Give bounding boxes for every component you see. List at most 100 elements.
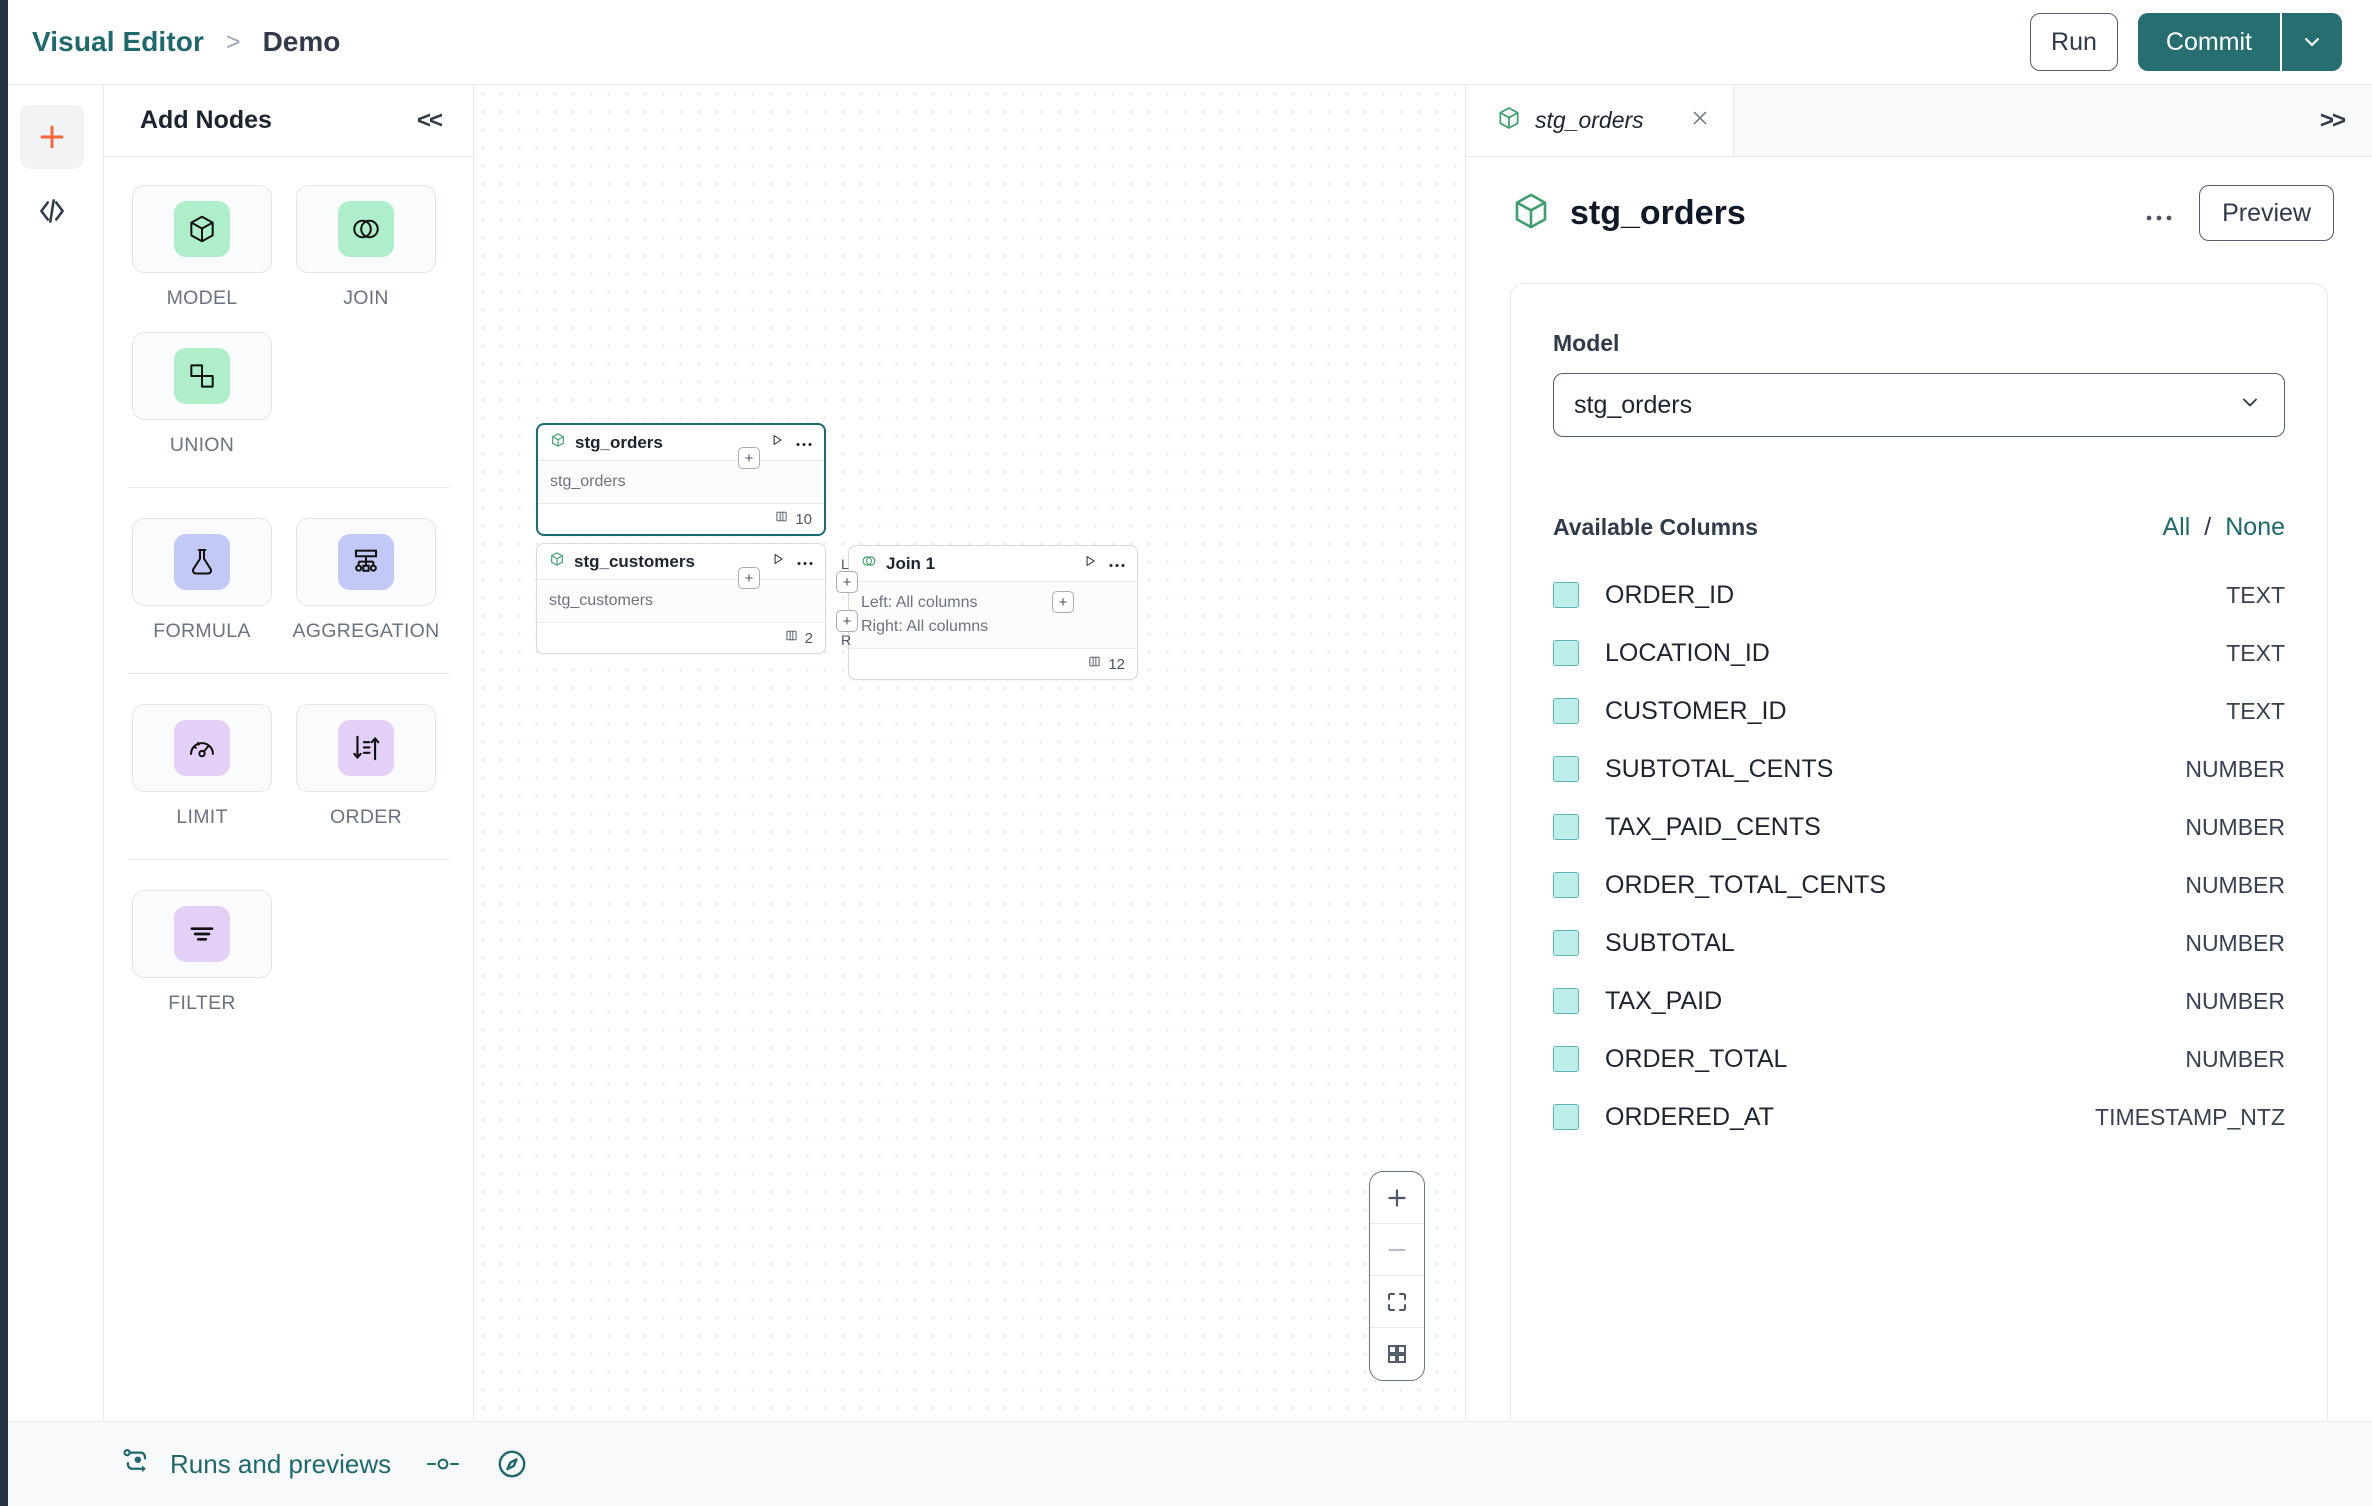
chevron-down-icon[interactable] (2280, 13, 2342, 71)
zoom-out-icon[interactable] (1370, 1224, 1424, 1276)
flow-node-right-summary: Right: All columns (861, 618, 989, 635)
flow-canvas[interactable]: stg_orders stg_orders (474, 85, 1466, 1421)
play-icon[interactable] (771, 552, 785, 571)
node-button-limit[interactable]: LIMIT (132, 704, 272, 829)
node-group-transforms: FORMULA AGGREGATION (104, 518, 473, 643)
select-all-link[interactable]: All (2162, 513, 2191, 541)
flow-node-footer: 10 (538, 504, 824, 534)
flow-node-header: Join 1 (849, 546, 1137, 582)
flow-node-stg-customers[interactable]: stg_customers stg_customers (536, 543, 826, 654)
plus-icon[interactable] (19, 105, 84, 169)
chevron-down-icon (2238, 390, 2262, 421)
node-button-order[interactable]: ORDER (296, 704, 436, 829)
node-button-aggregation[interactable]: AGGREGATION (292, 518, 439, 643)
runs-and-previews-button[interactable]: Runs and previews (120, 1445, 391, 1484)
node-button-formula[interactable]: FORMULA (132, 518, 272, 643)
model-config-card: Model stg_orders Available Columns All /… (1510, 283, 2328, 1421)
column-type: NUMBER (2185, 755, 2285, 782)
dots-icon[interactable] (797, 553, 813, 571)
run-button[interactable]: Run (2030, 13, 2118, 71)
columns-icon (1088, 655, 1101, 673)
gauge-icon (174, 720, 230, 776)
toggle-icon[interactable] (425, 1454, 461, 1474)
flask-icon (174, 534, 230, 590)
grid-view-icon[interactable] (1370, 1328, 1424, 1380)
column-row[interactable]: ORDERED_AT TIMESTAMP_NTZ (1553, 1088, 2285, 1146)
column-checkbox[interactable] (1553, 872, 1579, 898)
column-checkbox[interactable] (1553, 988, 1579, 1014)
play-icon[interactable] (770, 433, 784, 452)
add-nodes-title: Add Nodes (140, 106, 272, 134)
column-row[interactable]: ORDER_ID TEXT (1553, 566, 2285, 624)
collapse-panel-button[interactable]: << (416, 106, 443, 134)
column-name: ORDERED_AT (1605, 1102, 1775, 1131)
flow-node-join-1[interactable]: Join 1 Left: All columns Right: All colu… (848, 545, 1138, 680)
column-type: TIMESTAMP_NTZ (2095, 1103, 2285, 1130)
fit-view-icon[interactable] (1370, 1276, 1424, 1328)
play-icon[interactable] (1083, 554, 1097, 573)
filter-lines-icon (174, 906, 230, 962)
column-checkbox[interactable] (1553, 582, 1579, 608)
node-label: LIMIT (176, 806, 228, 828)
column-checkbox[interactable] (1553, 1104, 1579, 1130)
column-row[interactable]: TAX_PAID NUMBER (1553, 972, 2285, 1030)
code-brackets-icon[interactable] (20, 179, 84, 243)
column-row[interactable]: SUBTOTAL_CENTS NUMBER (1553, 740, 2285, 798)
cube-icon (549, 551, 565, 572)
node-button-union[interactable]: UNION (132, 332, 272, 457)
expand-panel-button[interactable]: >> (2319, 106, 2346, 134)
join-output-port[interactable]: + (1052, 591, 1074, 613)
zoom-in-icon[interactable] (1370, 1172, 1424, 1224)
preview-button[interactable]: Preview (2199, 185, 2334, 241)
column-row[interactable]: LOCATION_ID TEXT (1553, 624, 2285, 682)
runs-flow-icon (120, 1445, 154, 1484)
model-select[interactable]: stg_orders (1553, 373, 2285, 437)
node-label: FILTER (168, 992, 236, 1014)
join-left-input-port[interactable]: + (836, 571, 858, 593)
flow-node-footer: 2 (537, 623, 825, 653)
column-name: CUSTOMER_ID (1605, 696, 1787, 725)
node-button-model[interactable]: MODEL (132, 185, 272, 310)
commit-button-group: Commit (2137, 13, 2342, 71)
dots-icon[interactable] (1109, 555, 1125, 573)
dots-icon[interactable] (2145, 205, 2173, 222)
node-label: FORMULA (153, 620, 251, 642)
column-checkbox[interactable] (1553, 930, 1579, 956)
column-type: TEXT (2226, 581, 2285, 608)
output-port-stg-customers[interactable]: + (738, 567, 760, 589)
column-checkbox[interactable] (1553, 1046, 1579, 1072)
column-row[interactable]: TAX_PAID_CENTS NUMBER (1553, 798, 2285, 856)
column-row[interactable]: ORDER_TOTAL_CENTS NUMBER (1553, 856, 2285, 914)
tab-stg-orders[interactable]: stg_orders (1466, 85, 1734, 156)
column-row[interactable]: CUSTOMER_ID TEXT (1553, 682, 2285, 740)
column-row[interactable]: SUBTOTAL NUMBER (1553, 914, 2285, 972)
node-button-filter[interactable]: FILTER (132, 890, 272, 1015)
columns-list: ORDER_ID TEXT LOCATION_ID TEXT CUSTOMER_… (1553, 566, 2285, 1146)
column-checkbox[interactable] (1553, 814, 1579, 840)
column-checkbox[interactable] (1553, 640, 1579, 666)
compass-icon[interactable] (495, 1447, 529, 1481)
column-row[interactable]: ORDER_TOTAL NUMBER (1553, 1030, 2285, 1088)
close-icon[interactable] (1689, 107, 1711, 135)
breadcrumb-separator: > (225, 27, 241, 56)
select-none-link[interactable]: None (2225, 513, 2285, 541)
venn-icon (338, 201, 394, 257)
columns-icon (775, 510, 788, 528)
breadcrumb-root[interactable]: Visual Editor (32, 26, 204, 57)
tab-bar-spacer: >> (1734, 85, 2372, 156)
flow-node-column-count: 12 (1108, 655, 1125, 673)
node-label: UNION (169, 434, 235, 456)
node-button-join[interactable]: JOIN (296, 185, 436, 310)
runs-and-previews-label: Runs and previews (170, 1448, 392, 1479)
dots-icon[interactable] (796, 434, 812, 452)
column-name: ORDER_ID (1605, 580, 1735, 609)
join-right-input-port[interactable]: + (836, 610, 858, 632)
flow-node-stg-orders[interactable]: stg_orders stg_orders (536, 423, 826, 536)
commit-button[interactable]: Commit (2137, 13, 2280, 71)
column-checkbox[interactable] (1553, 756, 1579, 782)
column-type: NUMBER (2185, 929, 2285, 956)
column-checkbox[interactable] (1553, 698, 1579, 724)
column-type: NUMBER (2185, 813, 2285, 840)
output-port-stg-orders[interactable]: + (738, 447, 760, 469)
